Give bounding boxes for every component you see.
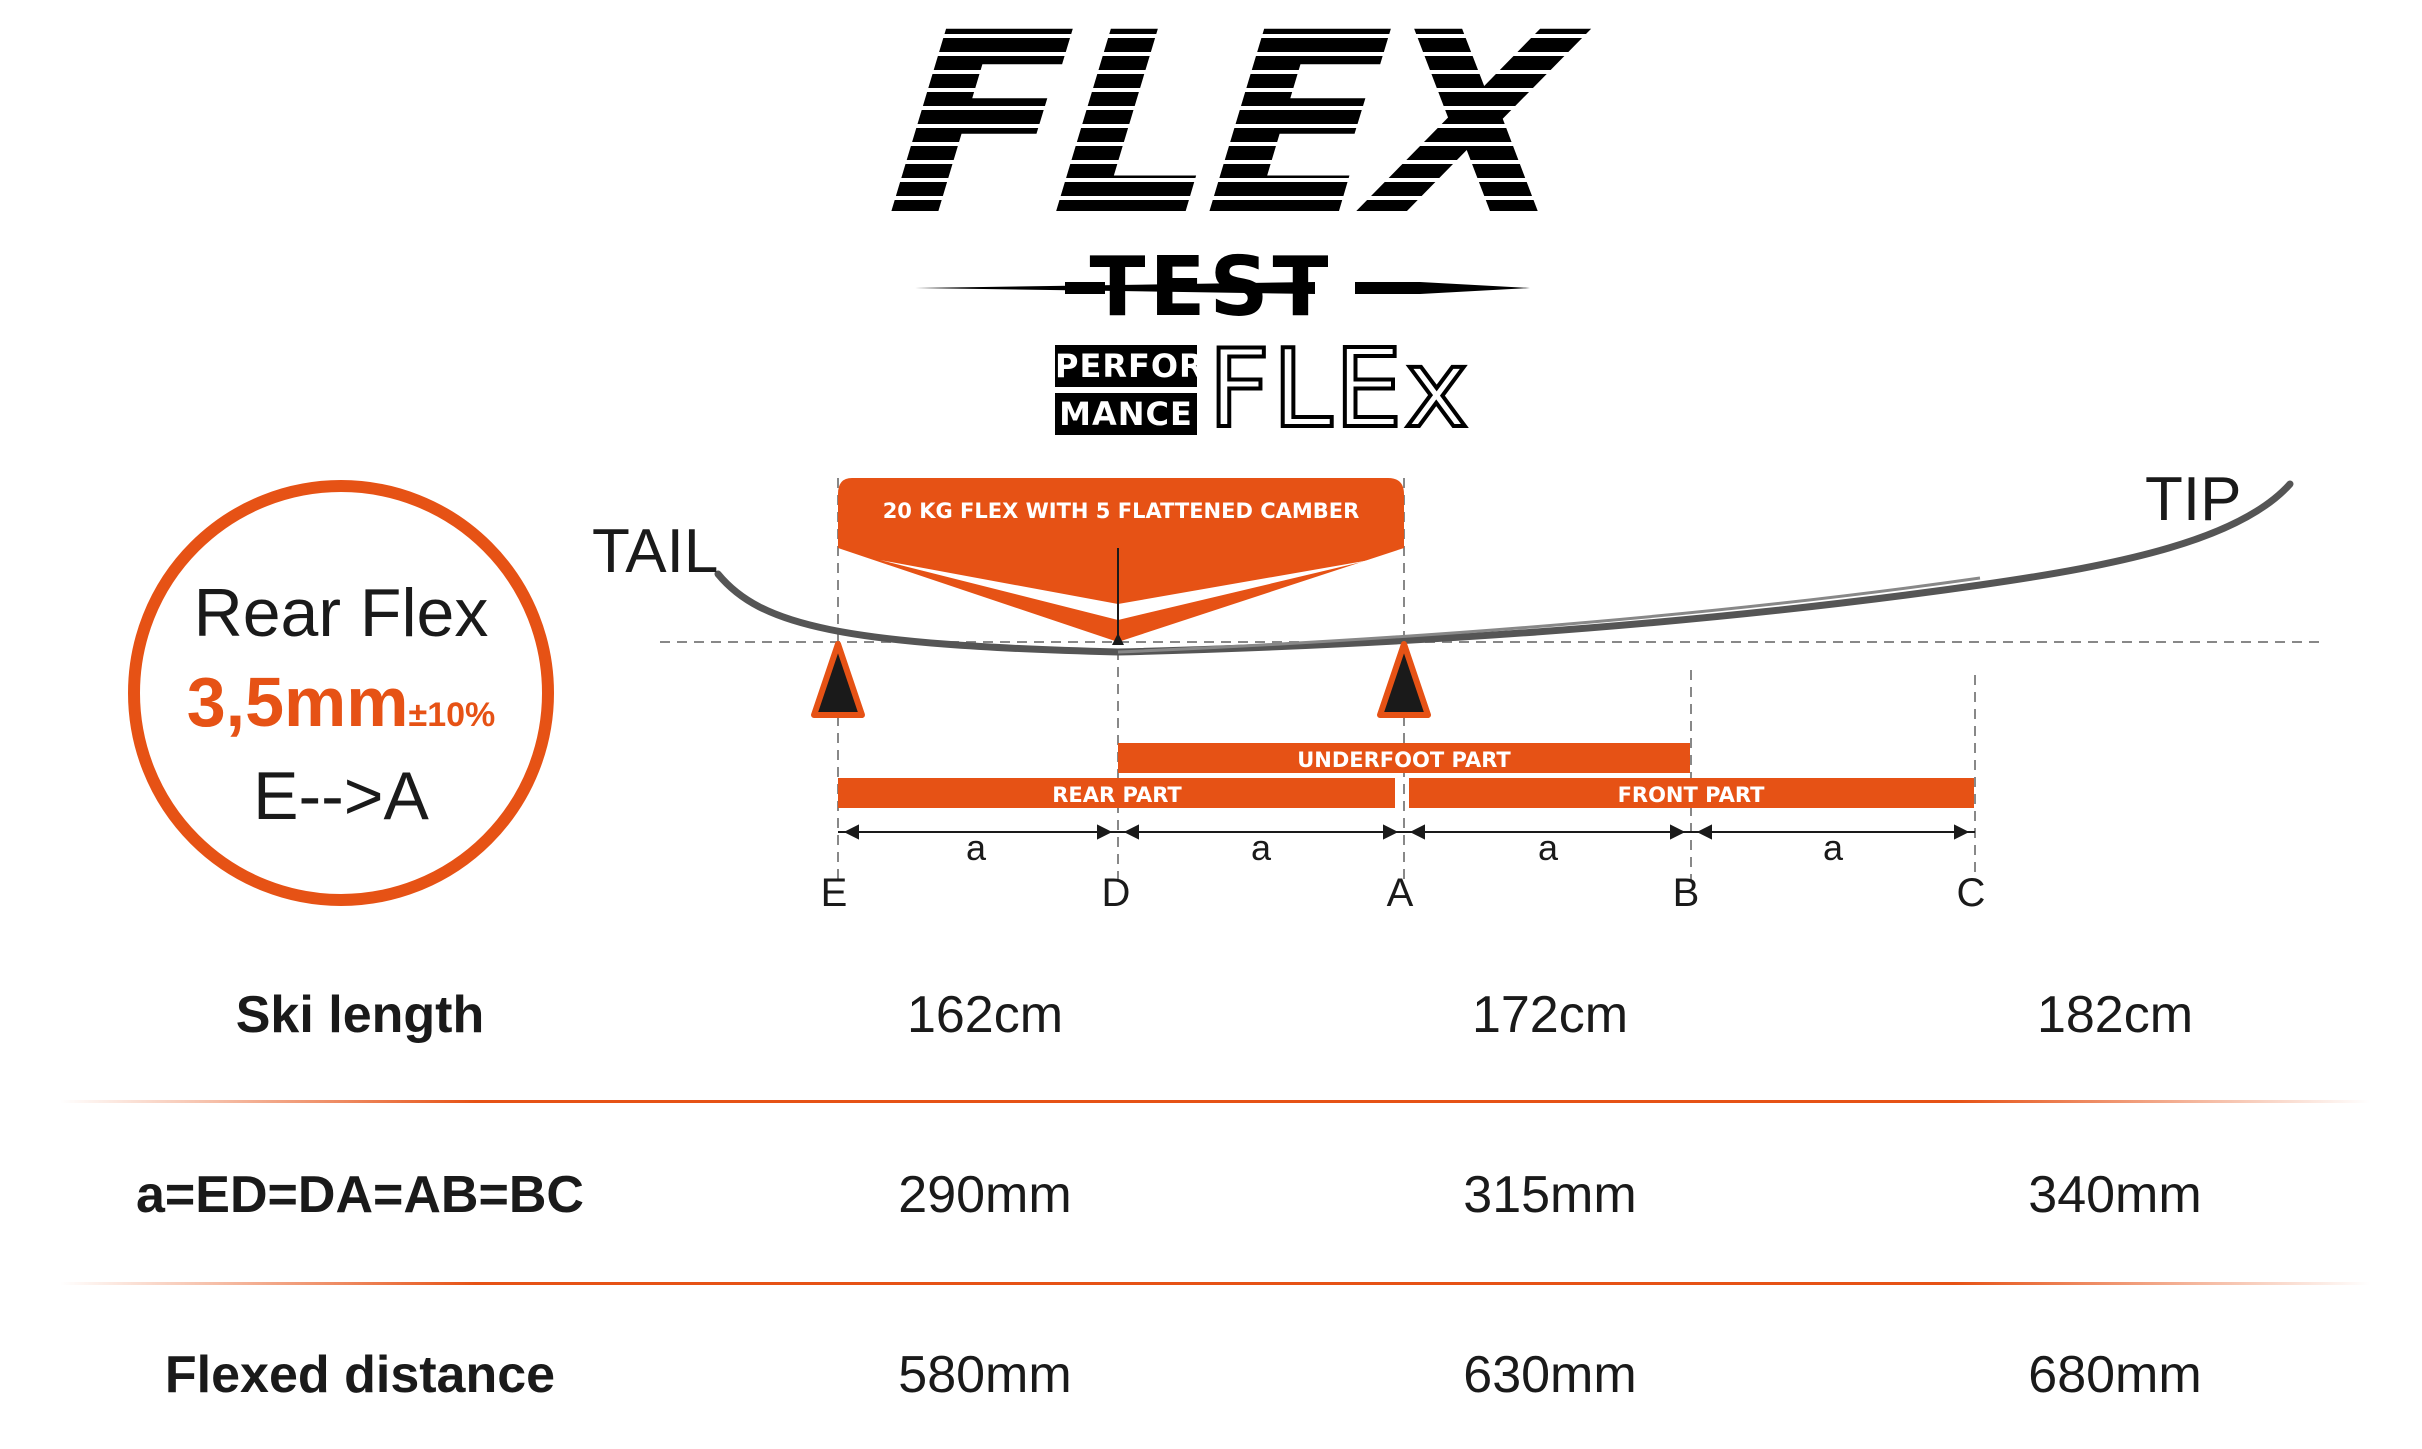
rear-flex-title: Rear Flex [193, 575, 489, 651]
logo-right-arrow-head [1420, 282, 1530, 294]
segment-label-ab: a [1538, 827, 1559, 868]
rear-part-label: REAR PART [1052, 783, 1182, 807]
rear-flex-tolerance: ±10% [408, 696, 496, 734]
logo-test-word: TEST [1089, 240, 1333, 335]
dim-arrow [1123, 824, 1139, 840]
dim-arrow [1954, 824, 1970, 840]
underfoot-part-bar [1118, 743, 1690, 773]
row-label: Ski length [235, 986, 485, 1044]
support-e-icon [811, 641, 865, 718]
performance-flex-word: FLEx [1206, 327, 1471, 452]
ski-profile [714, 480, 2294, 656]
segment-label-bc: a [1823, 827, 1844, 868]
table-row-segment-length: a=ED=DA=AB=BC 290mm 315mm 340mm [60, 1150, 2370, 1240]
logo-left-arrow [915, 282, 1315, 294]
load-pointer-tip [1112, 633, 1124, 645]
table-row-flexed-distance: Flexed distance 580mm 630mm 680mm [60, 1330, 2370, 1420]
table-cell: 630mm [1463, 1346, 1637, 1404]
row-divider [60, 1282, 2370, 1285]
table-row-ski-length: Ski length 162cm 172cm 182cm [60, 970, 2370, 1060]
segment-label-da: a [1251, 827, 1272, 868]
table-cell: 315mm [1463, 1166, 1637, 1224]
point-labels: E D A B C [821, 871, 1986, 915]
tail-label: TAIL [592, 517, 718, 586]
rear-flex-range: E-->A [253, 758, 429, 834]
performance-badge-line2: MANCE [1055, 393, 1197, 435]
point-label-a: A [1387, 871, 1414, 915]
tip-label: TIP [2145, 465, 2241, 534]
dim-arrow [843, 824, 859, 840]
table-cell: 580mm [898, 1346, 1072, 1404]
row-label: Flexed distance [164, 1346, 556, 1404]
table-cell: 182cm [2036, 986, 2194, 1044]
table-cell: 162cm [906, 986, 1064, 1044]
dim-arrow [1097, 824, 1113, 840]
front-part-bar [1409, 778, 1974, 808]
table-cell: 340mm [2028, 1166, 2202, 1224]
dimension-lines [838, 824, 1975, 840]
point-label-e: E [821, 871, 848, 915]
row-label: a=ED=DA=AB=BC [136, 1166, 584, 1224]
front-part-label: FRONT PART [1618, 783, 1766, 807]
load-callout-text: 20 KG FLEX WITH 5 FLATTENED CAMBER [883, 499, 1360, 523]
dim-arrow [1696, 824, 1712, 840]
performance-badge: PERFOR MANCE [1055, 345, 1205, 435]
ski-profile-edge [1117, 576, 1981, 654]
load-callout-shape [838, 478, 1404, 642]
table-cell: 680mm [2028, 1346, 2202, 1404]
segment-label-ed: a [966, 827, 987, 868]
load-callout-cutout [880, 560, 1370, 620]
table-cell: 172cm [1471, 986, 1629, 1044]
logo-left-arrow-bar [1065, 282, 1105, 294]
row-divider [60, 1100, 2370, 1103]
dim-arrow [1383, 824, 1399, 840]
point-label-b: B [1673, 871, 1700, 915]
performance-badge-line1: PERFOR [1055, 345, 1205, 387]
rear-flex-value: 3,5mm±10% [140, 662, 542, 742]
logo-right-arrow-bar [1355, 282, 1420, 294]
rear-flex-amount: 3,5mm [186, 663, 409, 741]
point-label-d: D [1102, 871, 1131, 915]
support-a-icon [1377, 641, 1431, 718]
point-label-c: C [1957, 871, 1986, 915]
flex-diagram: TAIL TIP 20 KG FLEX WITH 5 FLATTENED CAM… [592, 465, 2325, 915]
table-cell: 290mm [898, 1166, 1072, 1224]
dim-arrow [1409, 824, 1425, 840]
rear-part-bar [838, 778, 1395, 808]
dim-arrow [1670, 824, 1686, 840]
segment-labels: a a a a [966, 827, 1844, 868]
underfoot-part-label: UNDERFOOT PART [1297, 748, 1511, 772]
